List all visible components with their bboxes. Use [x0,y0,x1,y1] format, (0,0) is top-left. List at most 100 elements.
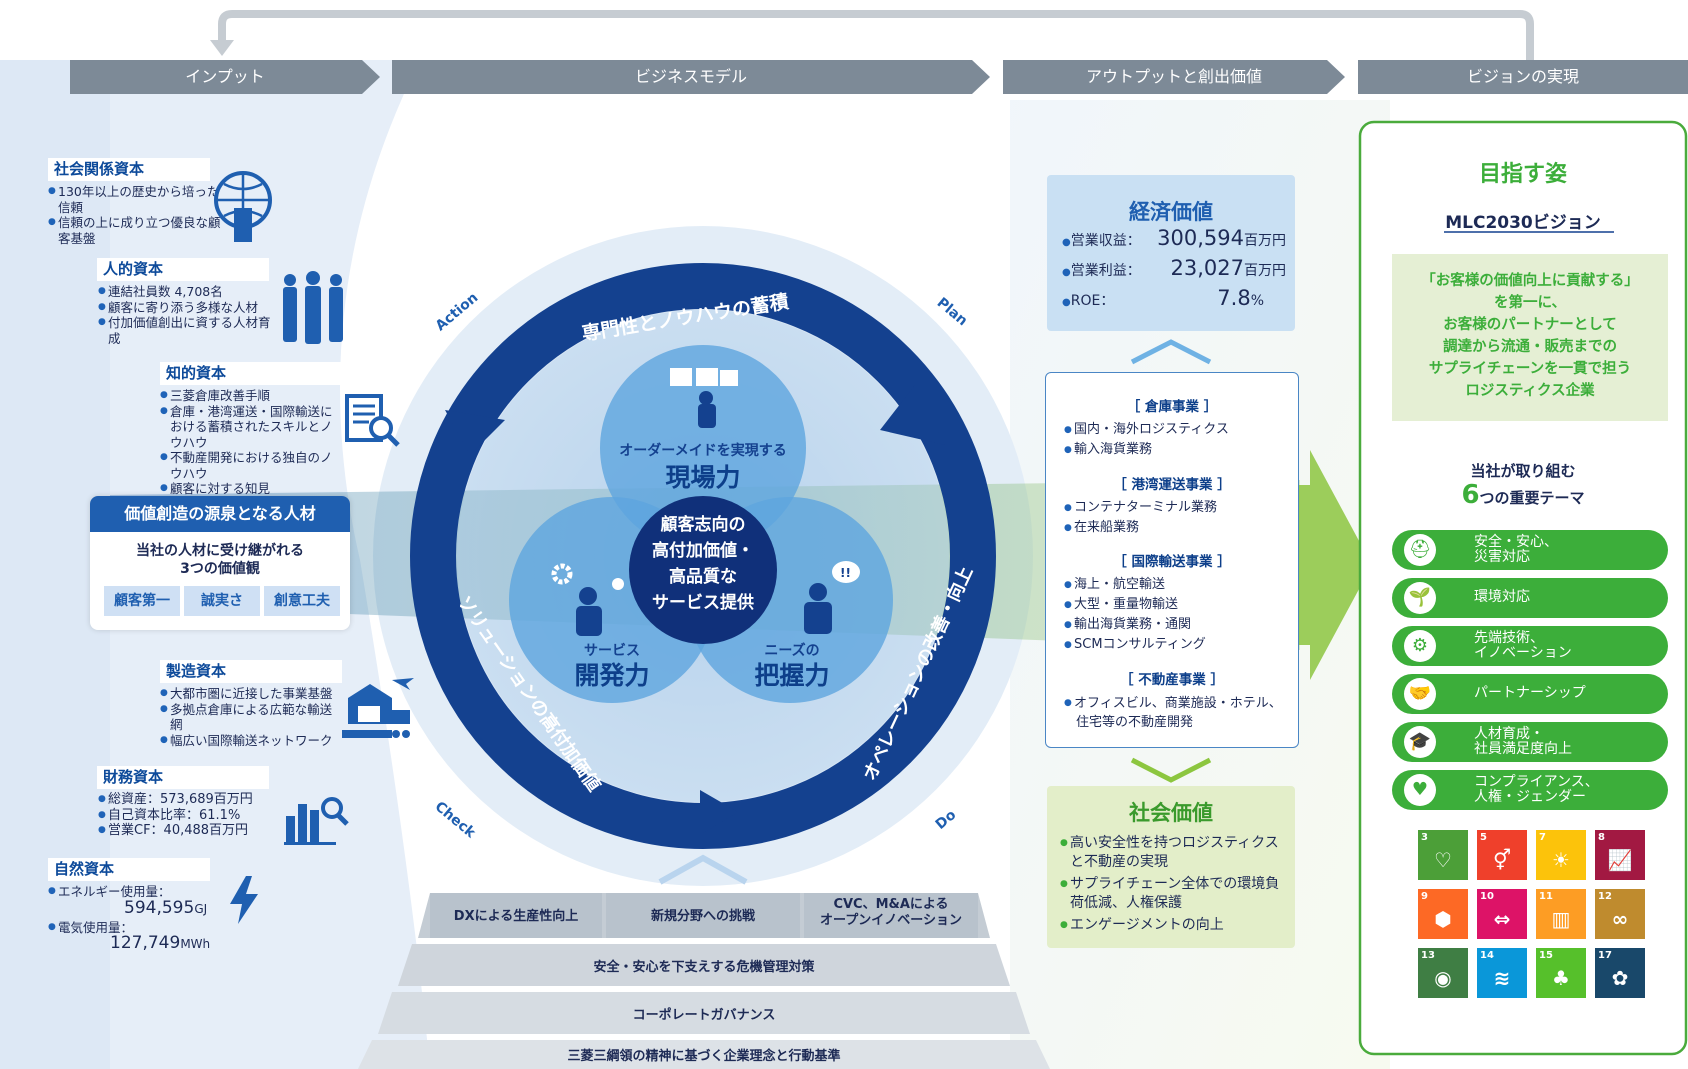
header-output: アウトプットと創出価値 [1003,60,1345,94]
header-vision: ビジョンの実現 [1358,60,1688,94]
helmet-icon: ⛑ [1404,534,1436,566]
foundation-cvc-line2: オープンイノベーション [820,913,962,928]
sdg-goal-17-icon: 17✿ [1595,948,1645,998]
list-item: オフィスビル、商業施設・ホテル、 [1064,694,1294,713]
human-capital-title: 人的資本 [97,258,269,281]
vision-statement: 「お客様の価値向上に貢献する」 を第一に、 お客様のパートナーとして 調達から流… [1392,270,1668,402]
econ-label: 営業利益： [1070,263,1141,279]
sdg-number: 8 [1598,832,1605,843]
theme-label: 人材育成・社員満足度向上 [1474,727,1572,757]
right-circle-sub: ニーズの [764,643,820,659]
power-list: 電気使用量： [48,920,228,936]
sdg-goal-5-icon: 5⚥ [1477,830,1527,880]
segment-title-real-estate: ［ 不動産事業 ］ [1120,672,1224,688]
theme-label: 安全・安心、災害対応 [1474,535,1558,565]
segment-list-real-estate: オフィスビル、商業施設・ホテル、 住宅等の不動産開発 [1064,694,1294,732]
people-icon [276,270,350,344]
list-item: 輸入海貨業務 [1064,440,1294,460]
statement-line: お客様のパートナーとして [1443,317,1617,333]
sdg-glyph: ☀ [1552,848,1570,872]
statement-line: を第一に、 [1493,295,1567,311]
list-item: 輸出海貨業務・通関 [1064,615,1294,635]
list-item: 在来船業務 [1064,518,1294,538]
sdg-glyph: ⇔ [1493,907,1511,931]
globe-handshake-icon [212,168,274,244]
handshake-icon: 🤝 [1404,678,1436,710]
econ-revenue-row: ●営業収益： 300,594百万円 [1062,226,1286,250]
social-capital-list: 130年以上の歴史から培った信頼 信頼の上に成り立つ優良な顧客基盤 [48,184,228,246]
value-integrity: 誠実さ [184,586,260,616]
graduate-icon: 🎓 [1404,726,1436,758]
sdg-glyph: ♡ [1434,848,1452,872]
sdg-glyph: ◉ [1434,966,1452,990]
segment-title-international: ［ 国際輸送事業 ］ [1113,554,1231,570]
gear-person-icon [548,560,628,636]
foundation-cvc: CVC、M&Aによる オープンイノベーション [804,897,978,929]
foundation-new-fields: 新規分野への挑戦 [650,909,755,924]
list-item: 倉庫・港湾運送・国際輸送における蓄積されたスキルとノウハウ [160,404,340,451]
financial-capital-title: 財務資本 [97,766,269,789]
theme-label-2: イノベーション [1474,645,1572,661]
list-item: 三菱倉庫改善手順 [160,388,340,404]
statement-line: サプライチェーンを一貫で担う [1428,361,1632,377]
energy-label: エネルギー使用量： [48,884,228,900]
foundation-cvc-line1: CVC、M&Aによる [833,897,949,912]
intellectual-capital-list: 三菱倉庫改善手順 倉庫・港湾運送・国際輸送における蓄積されたスキルとノウハウ 不… [160,388,340,497]
svg-text:!!: !! [840,566,851,580]
econ-unit: % [1250,293,1264,309]
sdg-number: 3 [1421,832,1428,843]
manufacturing-capital-list: 大都市圏に近接した事業基盤 多拠点倉庫による広範な輸送網 幅広い国際輸送ネットワ… [160,686,340,748]
theme-safety: ⛑ 安全・安心、災害対応 [1392,530,1668,570]
econ-label: 営業収益： [1070,233,1141,249]
heart-hand-icon: ♥ [1404,774,1436,806]
sdg-goal-9-icon: 9⬢ [1418,889,1468,939]
header-business-model: ビジネスモデル [392,60,990,94]
sdg-glyph: ⚥ [1492,848,1512,872]
power-unit: MWh [180,937,211,951]
list-item: 幅広い国際輸送ネットワーク [160,733,340,749]
theme-label: パートナーシップ [1474,685,1586,701]
list-item: 国内・海外ロジスティクス [1064,420,1294,440]
econ-profit-row: ●営業利益： 23,027百万円 [1062,256,1286,280]
sdg-number: 9 [1421,891,1428,902]
themes-heading-2-row: 6つの重要テーマ [1360,480,1686,510]
econ-unit: 百万円 [1244,233,1286,249]
economic-value-box [1047,175,1295,331]
econ-value: 7.8 [1217,286,1251,310]
list-item: サプライチェーン全体での環境負荷低減、人権保護 [1060,875,1288,913]
manufacturing-capital-title: 製造資本 [160,660,342,683]
theme-label: 環境対応 [1474,589,1530,605]
sdg-glyph: ≋ [1493,966,1511,990]
list-item: 連結社員数 4,708名 [98,284,278,300]
right-circle-main: 把握力 [754,661,830,690]
sdg-number: 5 [1480,832,1487,843]
list-item: SCMコンサルティング [1064,635,1294,655]
sdg-goal-13-icon: 13 ◉ [1418,948,1468,998]
foundation-philosophy: 三菱三綱領の精神に基づく企業理念と行動基準 [567,1049,841,1064]
power-value: 127,749 [110,933,181,953]
econ-roe-row: ●ROE： 7.8% [1062,286,1264,310]
econ-unit: 百万円 [1244,263,1286,279]
sdg-goal-7-icon: 7☀ [1536,830,1586,880]
sdg-glyph: 📈 [1607,848,1633,872]
center-line: サービス提供 [652,593,754,613]
value-customer-first: 顧客第一 [104,586,180,616]
segment-list-international: 海上・航空輸送 大型・重量物輸送 輸出海貨業務・通関 SCMコンサルティング [1064,575,1294,655]
list-item: 不動産開発における独自のノウハウ [160,450,340,481]
list-item: 大都市圏に近接した事業基盤 [160,686,340,702]
segment-title-port: ［ 港湾運送事業 ］ [1113,477,1231,493]
list-item: 高い安全性を持つロジスティクスと不動産の実現 [1060,834,1288,872]
human-capital-list: 連結社員数 4,708名 顧客に寄り添う多様な人材 付加価値創出に資する人材育成 [98,284,278,346]
sdg-number: 13 [1421,950,1435,961]
chip-icon: ⚙ [1404,630,1436,662]
sdg-goal-10-icon: 10⇔ [1477,889,1527,939]
financial-capital-list: 総資産：573,689百万円 自己資本比率：61.1% 営業CF：40,488百… [98,792,278,839]
themes-heading-2: つの重要テーマ [1479,489,1585,507]
top-circle-main: 現場力 [665,463,741,492]
energy-value: 594,595 [124,898,195,918]
lightning-icon [228,876,260,924]
intellectual-capital-title: 知的資本 [160,362,342,385]
statement-line: ロジスティクス企業 [1465,383,1595,399]
social-value-list: 高い安全性を持つロジスティクスと不動産の実現 サプライチェーン全体での環境負荷低… [1060,834,1288,935]
vision-subtitle: MLC2030ビジョン [1445,213,1601,233]
